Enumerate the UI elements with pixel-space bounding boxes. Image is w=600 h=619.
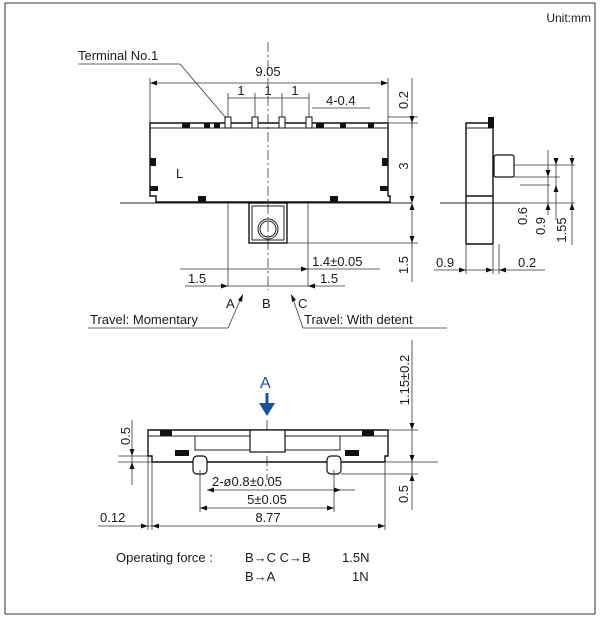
pitch-label-3: 1	[291, 83, 298, 98]
force-line1-value: 1.5N	[342, 550, 369, 565]
side-dim-mid: 0.9	[533, 217, 548, 235]
dim-left-offset: 1.5	[188, 271, 206, 286]
side-actuator	[493, 154, 515, 178]
side-view: 0.9 0.2 0.6 0.9 1.55	[434, 117, 575, 274]
dim-body-height: 3	[396, 162, 411, 169]
dim-terminal-height: 0.2	[396, 91, 411, 109]
unit-label: Unit:mm	[546, 11, 591, 25]
actuator-knob	[257, 218, 279, 240]
force-line2-value: 1N	[352, 569, 369, 584]
bottom-view: A 0.5 1.15±0.2 0.5	[98, 340, 438, 530]
pitch-label-2: 1	[264, 83, 271, 98]
body-marking: L	[176, 166, 183, 181]
dim-bottom-height: 1.15±0.2	[397, 355, 412, 406]
side-dim-total: 1.55	[554, 217, 569, 242]
force-line2-dirs: B→A	[245, 569, 276, 584]
operating-force: Operating force : B→C C→B 1.5N B→A 1N	[116, 550, 369, 584]
dim-hole-pitch: 5±0.05	[247, 492, 287, 507]
side-dim-right: 0.2	[518, 255, 536, 270]
operating-force-label: Operating force :	[116, 550, 213, 565]
side-dim-left: 0.9	[436, 255, 454, 270]
terminal-label: Terminal No.1	[78, 48, 158, 63]
dim-edge: 0.12	[100, 510, 125, 525]
dim-right-thickness: 0.5	[396, 485, 411, 503]
dim-holes: 2-ø0.8±0.05	[212, 474, 282, 489]
position-a: A	[226, 296, 235, 311]
side-body	[465, 122, 494, 197]
travel-momentary: Travel: Momentary	[90, 312, 198, 327]
position-b: B	[262, 296, 271, 311]
position-c: C	[298, 296, 307, 311]
force-line1-dirs: B→C C→B	[245, 550, 311, 565]
dim-left-thickness: 0.5	[118, 427, 133, 445]
terminal-2	[251, 116, 259, 129]
dim-terminal-width: 4-0.4	[326, 93, 356, 108]
dim-actuator-height: 1.5	[396, 256, 411, 274]
side-dim-top: 0.6	[515, 207, 530, 225]
terminal-3	[278, 116, 286, 129]
terminal-1	[224, 116, 232, 129]
actuator	[248, 202, 288, 244]
terminal-4	[305, 116, 313, 129]
dim-overall-length: 8.77	[255, 510, 280, 525]
dim-actuator-travel: 1.4±0.05	[312, 254, 363, 269]
top-view: 9.05 1 1 1 4-0.4 Terminal No.1 0.2 3 1.5…	[78, 42, 447, 329]
view-arrow-label: A	[260, 375, 271, 392]
travel-with-detent: Travel: With detent	[304, 312, 413, 327]
dim-overall-width: 9.05	[255, 64, 280, 79]
border	[4, 2, 596, 615]
bottom-actuator	[249, 429, 286, 453]
pitch-label-1: 1	[237, 83, 244, 98]
top-body	[149, 122, 391, 203]
dim-right-offset: 1.5	[320, 271, 338, 286]
view-arrow-icon	[259, 403, 275, 416]
